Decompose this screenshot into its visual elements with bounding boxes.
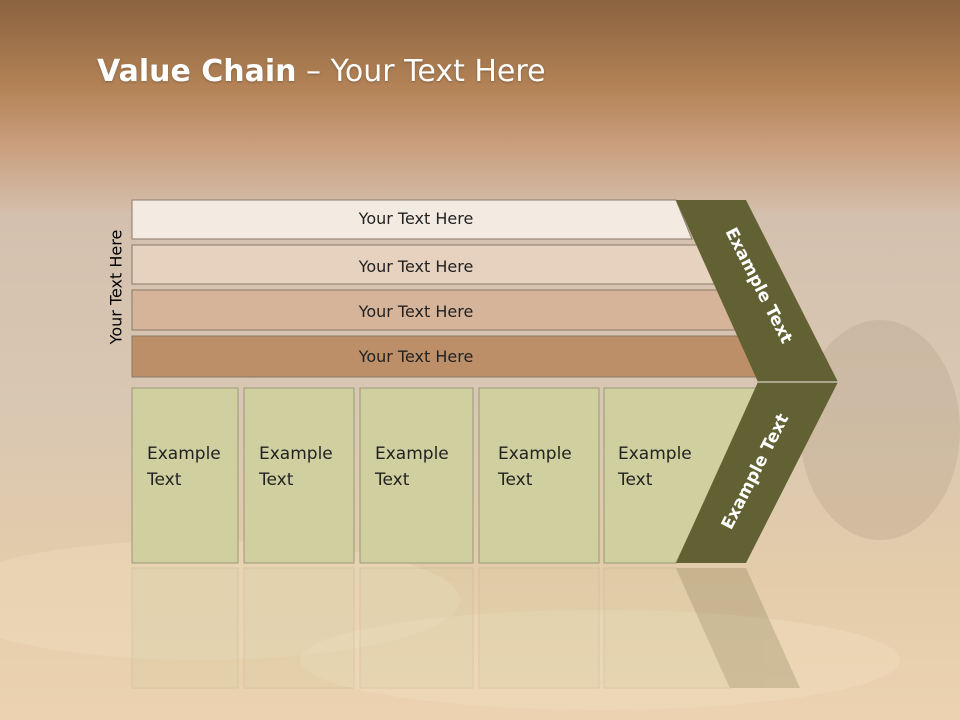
bar-2-label: Your Text Here bbox=[358, 257, 474, 276]
box-3-reflection bbox=[359, 567, 474, 689]
box-3-line2: Text bbox=[374, 470, 410, 490]
title-bold: Value Chain bbox=[97, 54, 297, 89]
box-2-line2: Text bbox=[258, 470, 294, 490]
box-4-reflection bbox=[478, 567, 600, 689]
box-3 bbox=[359, 387, 474, 564]
slide-title: Value Chain – Your Text Here bbox=[97, 54, 546, 89]
box-2-reflection bbox=[243, 567, 355, 689]
box-2-line1: Example bbox=[259, 444, 333, 464]
bar-1 bbox=[131, 199, 693, 240]
box-4-line2: Text bbox=[497, 470, 533, 490]
box-1-line1: Example bbox=[147, 444, 221, 464]
box-2 bbox=[243, 387, 355, 564]
box-5-line1: Example bbox=[618, 444, 692, 464]
bar-1-label: Your Text Here bbox=[358, 209, 474, 228]
box-1 bbox=[131, 387, 239, 564]
chevron-reflection bbox=[676, 568, 800, 688]
box-5-reflection bbox=[603, 567, 731, 689]
box-1-reflection bbox=[131, 567, 239, 689]
box-1-line2: Text bbox=[146, 470, 182, 490]
bar-3-label: Your Text Here bbox=[358, 302, 474, 321]
title-rest: – Your Text Here bbox=[296, 54, 546, 89]
box-5-line2: Text bbox=[617, 470, 653, 490]
box-4 bbox=[478, 387, 600, 564]
bar-4-label: Your Text Here bbox=[358, 347, 474, 366]
box-3-line1: Example bbox=[375, 444, 449, 464]
box-4-line1: Example bbox=[498, 444, 572, 464]
reflection bbox=[131, 567, 800, 689]
